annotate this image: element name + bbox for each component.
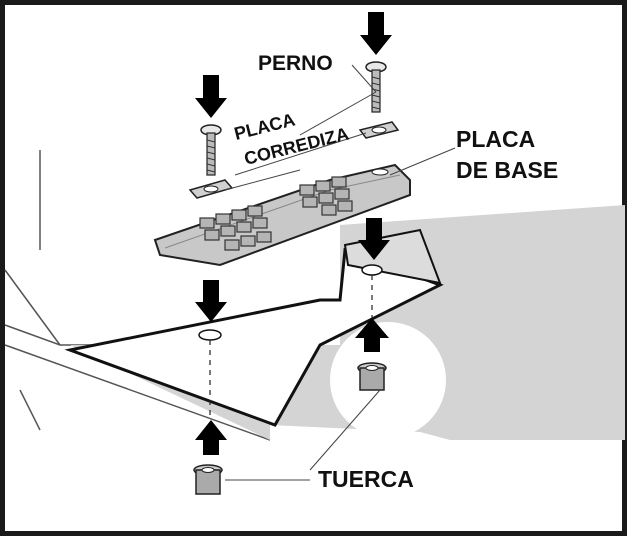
alignment-lines — [209, 275, 373, 420]
nut-left — [193, 464, 223, 495]
arrow-down-icon — [358, 218, 390, 260]
slide-plate-right — [358, 121, 400, 139]
bolt-left — [200, 124, 222, 176]
base-plate — [153, 163, 411, 267]
label-base-plate-line1: PLACA — [456, 126, 535, 152]
base-plate-grid-left — [199, 205, 272, 251]
arrow-up-icon — [355, 318, 389, 352]
base-plate-grid-right — [299, 176, 353, 216]
arrow-down-icon — [195, 280, 227, 322]
panel-hole-left — [198, 329, 222, 341]
nut-highlight-circle — [330, 322, 446, 438]
leader-lines — [224, 64, 456, 481]
label-base-plate-line2: DE BASE — [456, 157, 558, 183]
label-bolt: PERNO — [258, 52, 333, 75]
arrow-up-icon — [195, 420, 227, 455]
arrow-down-icon — [360, 12, 392, 55]
bolt-right — [365, 61, 387, 113]
panel-hole-right — [361, 264, 383, 276]
cabinet-outline — [4, 150, 300, 441]
nut-right — [357, 362, 387, 391]
arrow-down-icon — [195, 75, 227, 118]
label-nut: TUERCA — [318, 466, 414, 492]
